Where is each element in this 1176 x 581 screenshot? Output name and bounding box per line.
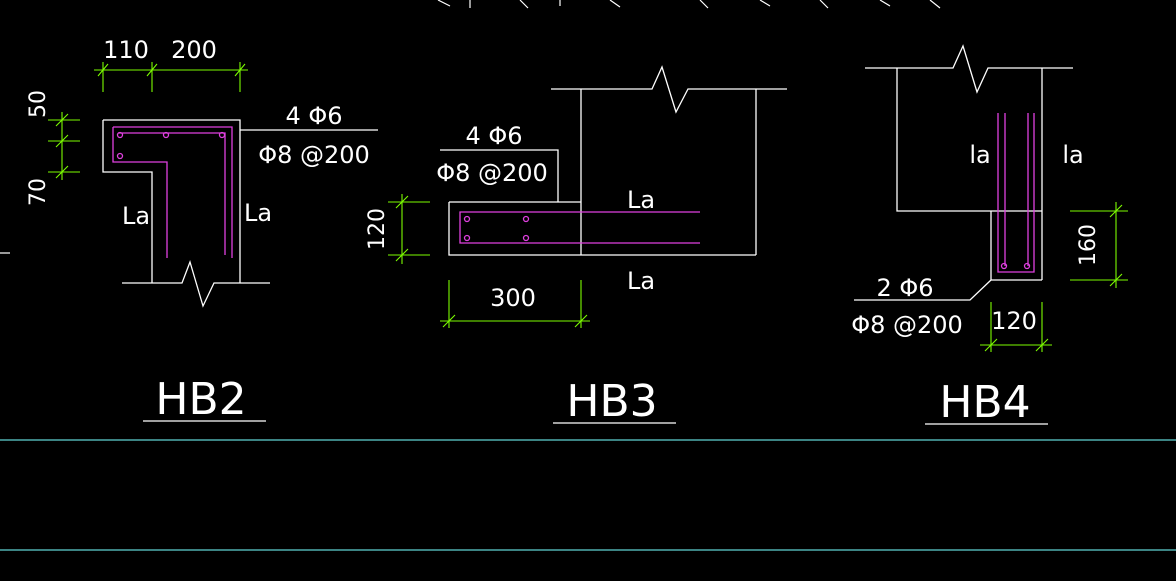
- hb4-outline: [854, 44, 1073, 301]
- hb4-dimensions: [980, 202, 1128, 352]
- hb2-rebar: [112, 126, 233, 258]
- hb2-dim-top-left: 110: [103, 36, 149, 64]
- cropped-top-note: [437, 0, 941, 9]
- hb3-bar-label: 4 Φ6: [465, 122, 522, 150]
- hb2-bar-label: 4 Φ6: [285, 102, 342, 130]
- detail-hb2: 110 200 50 70 4 Φ6 Φ8 @200 La La HB2: [26, 36, 378, 425]
- hb2-dim-top-right: 200: [171, 36, 217, 64]
- detail-hb4: la la 160 2 Φ6 Φ8 @200 120 HB4: [851, 44, 1128, 428]
- hb2-anchor-left: La: [122, 202, 150, 230]
- hb2-dim-left-upper: 50: [26, 90, 51, 118]
- hb2-dim-left-lower: 70: [26, 178, 51, 206]
- hb4-anchor-right: la: [1062, 141, 1083, 169]
- detail-hb3: 4 Φ6 Φ8 @200 La La 120 300 HB3: [365, 65, 787, 427]
- hb4-rebar: [997, 113, 1035, 273]
- hb4-anchor-left: la: [969, 141, 990, 169]
- hb4-dim-bottom: 120: [991, 307, 1037, 335]
- hb3-anchor-top: La: [627, 186, 655, 214]
- hb2-outline: [102, 119, 378, 308]
- hb2-title: HB2: [155, 374, 246, 425]
- hb3-dimensions: [388, 194, 590, 328]
- hb4-title: HB4: [939, 377, 1030, 428]
- guide-lines: [0, 439, 1176, 551]
- hb2-dimensions: [48, 62, 248, 180]
- hb3-outline: [440, 65, 787, 256]
- hb3-anchor-bottom: La: [627, 267, 655, 295]
- hb3-rebar: [459, 211, 700, 244]
- hb3-dim-bottom: 300: [490, 284, 536, 312]
- hb3-title: HB3: [566, 376, 657, 427]
- hb4-dim-right: 160: [1076, 224, 1101, 266]
- hb3-dim-left: 120: [365, 208, 390, 250]
- hb4-bar-label: 2 Φ6: [876, 274, 933, 302]
- hb3-stirrup-label: Φ8 @200: [436, 159, 548, 187]
- hb2-anchor-right: La: [244, 199, 272, 227]
- hb2-stirrup-label: Φ8 @200: [258, 141, 370, 169]
- hb4-stirrup-label: Φ8 @200: [851, 311, 963, 339]
